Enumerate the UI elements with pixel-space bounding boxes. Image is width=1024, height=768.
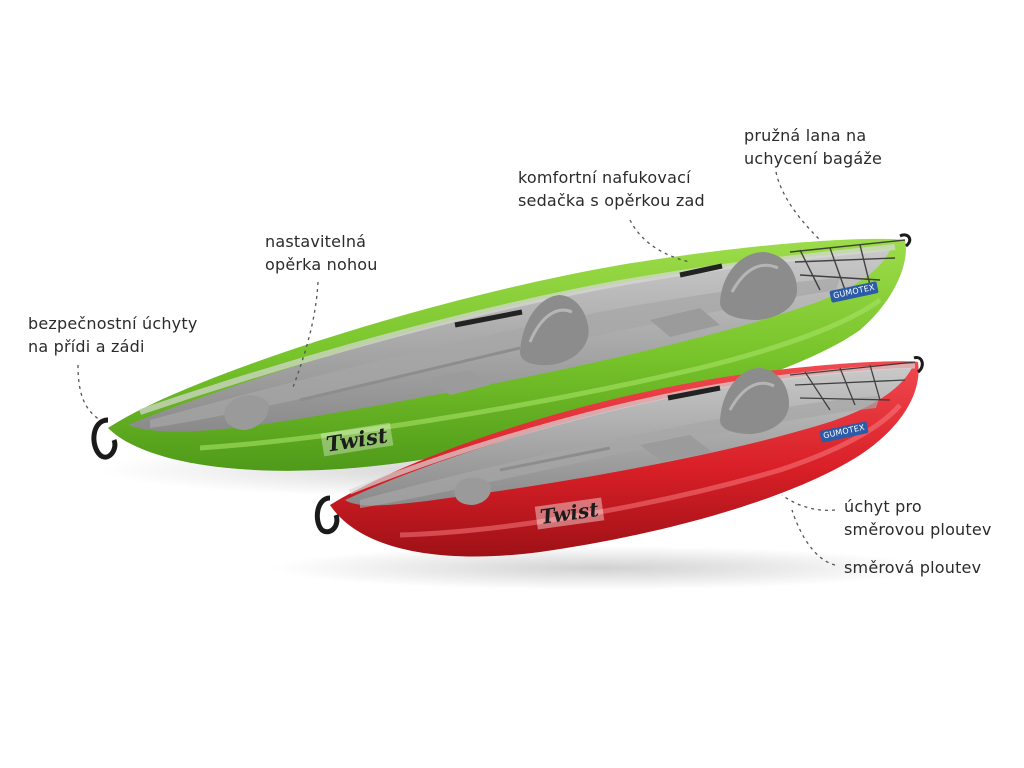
callout-footrest: nastavitelná opěrka nohou: [265, 230, 378, 276]
callout-text-line: bezpečnostní úchyty: [28, 314, 198, 333]
callout-text-line: pružná lana na: [744, 126, 867, 145]
leader-seat: [629, 219, 691, 263]
callout-text-line: úchyt pro: [844, 497, 922, 516]
leader-footrest: [291, 281, 319, 391]
callout-text-line: směrová ploutev: [844, 558, 982, 577]
callout-fin: směrová ploutev: [844, 556, 981, 579]
callout-bow-stern-handles: bezpečnostní úchyty na přídi a zádi: [28, 312, 198, 358]
callout-fin-mount: úchyt pro směrovou ploutev: [844, 495, 992, 541]
leader-bungee: [775, 171, 821, 241]
leader-bow-handles: [77, 364, 101, 421]
red-kayak: [314, 356, 924, 557]
green-kayak: [91, 233, 912, 471]
callout-seat: komfortní nafukovací sedačka s opěrkou z…: [518, 166, 705, 212]
callout-text-line: sedačka s opěrkou zad: [518, 191, 705, 210]
callout-text-line: nastavitelná: [265, 232, 367, 251]
callout-text-line: uchycení bagáže: [744, 149, 883, 168]
red-kayak-shadow: [270, 546, 930, 590]
callout-leaders: [77, 171, 836, 566]
callout-text-line: na přídi a zádi: [28, 337, 145, 356]
callout-text-line: směrovou ploutev: [844, 520, 992, 539]
leader-fin: [791, 509, 836, 566]
leader-fin-mount: [781, 494, 836, 511]
callout-bungee: pružná lana na uchycení bagáže: [744, 124, 882, 170]
callout-text-line: opěrka nohou: [265, 255, 378, 274]
callout-text-line: komfortní nafukovací: [518, 168, 691, 187]
